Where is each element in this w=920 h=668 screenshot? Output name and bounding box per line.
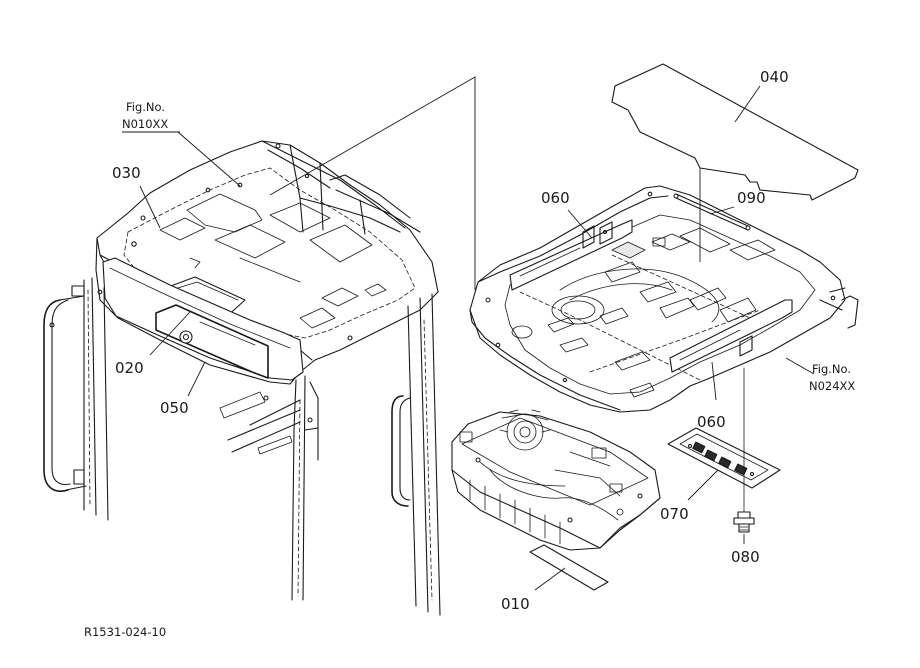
part-number-070: 070 xyxy=(660,505,689,523)
seal-strip-010 xyxy=(529,544,609,591)
part-number-090: 090 xyxy=(737,189,766,207)
part-number-020: 020 xyxy=(115,359,144,377)
part-number-080: 080 xyxy=(731,548,760,566)
fig-ref-n010xx-line1: Fig.No. xyxy=(126,100,165,114)
headliner-sheet-040 xyxy=(611,63,859,201)
inner-roof-panel xyxy=(469,185,859,413)
figure-references: Fig.No. N010XX Fig.No. N024XX xyxy=(122,100,855,393)
part-number-050: 050 xyxy=(160,399,189,417)
speaker-grille-070 xyxy=(667,427,781,489)
screw-080 xyxy=(733,367,755,533)
blower-unit-010 xyxy=(451,409,661,551)
drawing-code: R1531-024-10 xyxy=(84,625,166,639)
trim-strip-060-lower xyxy=(669,299,793,373)
trim-strip-060-upper xyxy=(509,219,633,291)
fig-ref-n024xx-line2: N024XX xyxy=(809,379,855,393)
leader-lines xyxy=(139,76,815,591)
part-number-040: 040 xyxy=(760,68,789,86)
part-number-010: 010 xyxy=(501,595,530,613)
cab-pillars xyxy=(43,277,441,616)
rod-090 xyxy=(673,193,751,231)
part-number-060-lower: 060 xyxy=(697,413,726,431)
front-trim-panel xyxy=(102,257,304,381)
part-number-060-upper: 060 xyxy=(541,189,570,207)
fig-ref-n010xx-line2: N010XX xyxy=(122,117,168,131)
part-labels: 040 030 060 090 020 050 060 070 080 010 xyxy=(112,68,789,613)
fig-ref-n024xx-line1: Fig.No. xyxy=(812,362,851,376)
part-number-030: 030 xyxy=(112,164,141,182)
